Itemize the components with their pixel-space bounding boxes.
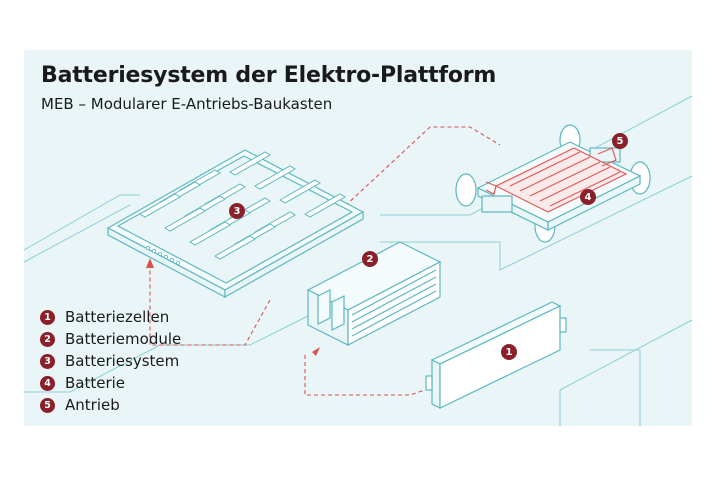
vehicle-battery-highlight (485, 147, 628, 213)
legend-number: 4 (40, 375, 55, 391)
legend-number: 5 (40, 397, 55, 413)
legend-number: 3 (40, 353, 55, 369)
marker-battery: 4 (580, 189, 596, 205)
legend-label: Batteriesystem (65, 352, 180, 370)
legend-label: Batterie (65, 374, 126, 392)
marker-battery-system: 3 (229, 203, 245, 219)
legend-item: 3 Batteriesystem (40, 350, 181, 372)
legend-number: 1 (40, 309, 55, 325)
legend-item: 1 Batteriezellen (40, 306, 181, 328)
battery-module (306, 241, 442, 346)
tray-connectors (145, 245, 180, 265)
page-subtitle: MEB – Modularer E-Antriebs-Baukasten (41, 95, 333, 113)
legend-label: Batteriezellen (65, 308, 170, 326)
legend-item: 2 Batteriemodule (40, 328, 181, 350)
dashed-connectors (149, 126, 501, 396)
legend-label: Batteriemodule (65, 330, 182, 348)
legend-number: 2 (40, 331, 55, 347)
arrow-to-module (312, 347, 320, 356)
legend: 1 Batteriezellen 2 Batteriemodule 3 Batt… (40, 306, 181, 416)
arrow-to-system (146, 258, 154, 268)
marker-battery-cell: 1 (501, 344, 517, 360)
legend-item: 5 Antrieb (40, 394, 181, 416)
legend-label: Antrieb (65, 396, 120, 414)
battery-cell (425, 301, 567, 409)
marker-battery-module: 2 (362, 251, 378, 267)
marker-drive: 5 (612, 133, 628, 149)
legend-item: 4 Batterie (40, 372, 181, 394)
page-title: Batteriesystem der Elektro-Plattform (41, 63, 497, 88)
